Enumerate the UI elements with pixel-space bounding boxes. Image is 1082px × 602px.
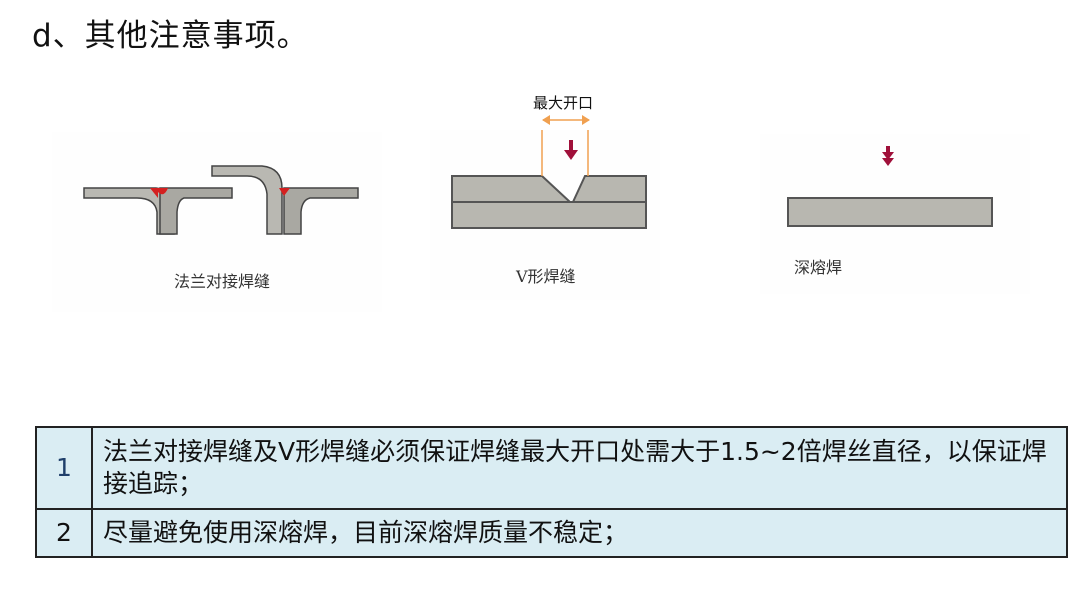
dimension-label-max-opening: 最大开口 [533,94,594,112]
notes-table: 1 法兰对接焊缝及V形焊缝必须保证焊缝最大开口处需大于1.5~2倍焊丝直径，以保… [35,426,1068,558]
v-groove-diagram [451,100,647,229]
figure-label-v-groove: V形焊缝 [516,267,576,286]
deep-penetration-diagram [787,146,993,227]
row-number: 2 [35,508,93,558]
figure-label-deep-penetration: 深熔焊 [794,258,843,277]
dimension-arrow-icon [542,115,590,125]
figure-deep-penetration-weld: 深熔焊 [760,134,1030,294]
down-arrow-icon [564,140,578,160]
figure-label-flange: 法兰对接焊缝 [174,272,271,291]
row-number: 1 [35,426,93,510]
down-arrow-icon [882,146,894,166]
flange-weld-diagram [83,165,359,235]
row-text: 尽量避免使用深熔焊，目前深熔焊质量不稳定； [91,508,1068,558]
page-title: d、其他注意事项。 [32,18,309,54]
table-row: 2 尽量避免使用深熔焊，目前深熔焊质量不稳定； [35,508,1068,558]
row-text: 法兰对接焊缝及V形焊缝必须保证焊缝最大开口处需大于1.5~2倍焊丝直径，以保证焊… [91,426,1068,510]
table-row: 1 法兰对接焊缝及V形焊缝必须保证焊缝最大开口处需大于1.5~2倍焊丝直径，以保… [35,426,1068,510]
figure-v-groove-weld: V形焊缝 [430,100,660,300]
figure-flange-butt-weld: 法兰对接焊缝 [52,132,382,312]
